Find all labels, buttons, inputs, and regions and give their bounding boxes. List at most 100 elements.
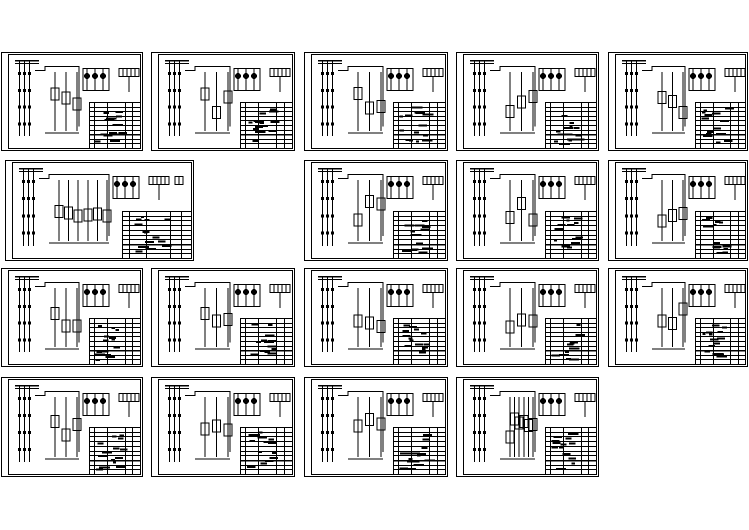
drawing-sheet-star-delta[interactable]: [151, 52, 295, 151]
title-block-text: [103, 112, 109, 115]
relay-coil: [212, 419, 221, 433]
drawing-sheet-single-motor[interactable]: [1, 377, 143, 477]
contact: [18, 431, 21, 434]
drawing-sheet-motor-starter[interactable]: [1, 52, 143, 151]
control-wire: [39, 174, 110, 236]
title-block-text: [575, 134, 582, 137]
contact: [331, 448, 334, 451]
title-block-text: [114, 457, 123, 460]
contact: [18, 304, 21, 308]
control-wire: [35, 282, 80, 343]
title-block-text: [708, 333, 713, 336]
title-block-text: [252, 128, 259, 131]
contact: [326, 431, 329, 434]
terminal: [430, 393, 436, 402]
drawing-sheet-cabinet-layout[interactable]: [304, 268, 448, 367]
terminal: [160, 176, 166, 185]
drawing-sheet-reversing[interactable]: [304, 52, 448, 151]
contact: [331, 414, 334, 417]
terminal: [273, 393, 279, 402]
drawing-sheet-star-delta[interactable]: [151, 268, 295, 367]
title-block-text: [260, 350, 268, 353]
indicator-box: [538, 284, 566, 307]
sheet-svg: [304, 160, 448, 261]
drawing-sheet-terminal-wiring[interactable]: [151, 377, 295, 477]
contact: [473, 105, 476, 109]
title-block-text: [101, 354, 111, 357]
contact: [478, 448, 481, 451]
title-block-text: [269, 110, 279, 113]
control-wire: [490, 66, 536, 127]
terminal: [148, 176, 154, 185]
relay-coil: [61, 428, 71, 442]
terminal: [438, 284, 444, 293]
terminal: [438, 176, 444, 185]
title-block-text: [267, 345, 278, 348]
terminal: [434, 176, 440, 185]
contact: [473, 88, 476, 92]
title-block-text: [404, 224, 415, 227]
drawing-sheet-reversing[interactable]: [608, 160, 748, 261]
outer-frame: [304, 160, 448, 261]
terminal: [434, 284, 440, 293]
contact: [28, 105, 31, 109]
drawing-sheet-multi-motor-wide[interactable]: [5, 160, 194, 261]
contact: [23, 122, 26, 126]
inner-frame: [614, 53, 747, 150]
drawing-sheet-motor-starter[interactable]: [456, 268, 599, 367]
contact: [331, 88, 334, 92]
title-block-text: [573, 138, 585, 141]
title-block-text: [145, 247, 157, 250]
terminal: [578, 68, 584, 77]
contact: [635, 231, 638, 235]
contact: [625, 122, 628, 126]
title-block-text: [98, 454, 108, 457]
contact: [173, 122, 176, 126]
drawing-sheet-reversing[interactable]: [608, 268, 748, 367]
outer-frame: [1, 52, 143, 151]
terminal: [724, 176, 730, 185]
contact: [28, 448, 31, 451]
sheet-svg: [304, 52, 448, 151]
drawing-sheet-motor-starter[interactable]: [304, 160, 448, 261]
title-block-text: [706, 133, 712, 136]
contact: [321, 414, 324, 417]
drawing-sheet-single-motor[interactable]: [1, 268, 143, 367]
title-block-text: [571, 237, 581, 240]
title-block-text: [716, 251, 726, 254]
terminal: [582, 176, 588, 185]
contact: [473, 448, 476, 451]
contact: [630, 88, 633, 92]
drawing-sheet-star-delta[interactable]: [456, 160, 599, 261]
contact: [32, 197, 35, 201]
contact: [331, 321, 334, 325]
indicator-box: [688, 284, 716, 307]
terminal: [740, 176, 746, 185]
sheet-svg: [151, 52, 295, 151]
title-block-text: [702, 225, 714, 228]
contact: [473, 397, 476, 400]
title-block-text: [259, 125, 269, 128]
contact: [625, 105, 628, 109]
title-block-text: [120, 448, 128, 451]
drawing-sheet-two-speed[interactable]: [456, 52, 599, 151]
contact: [168, 431, 171, 434]
drawing-sheet-reversing[interactable]: [608, 52, 748, 151]
inner-frame: [462, 161, 598, 260]
terminal: [732, 284, 738, 293]
control-wire: [642, 282, 686, 343]
title-block-text: [551, 354, 560, 357]
title-block-text: [268, 438, 274, 441]
drawing-sheet-multi-motor[interactable]: [456, 377, 599, 477]
outer-frame: [304, 377, 448, 477]
contact: [23, 72, 26, 75]
contact: [473, 414, 476, 417]
indicator-box: [112, 176, 140, 199]
terminal: [285, 284, 291, 293]
title-block-text: [399, 115, 404, 118]
title-block-text: [252, 139, 259, 142]
drawing-sheet-motor-starter[interactable]: [304, 377, 448, 477]
title-block-text: [724, 107, 735, 110]
title-block-text: [569, 122, 575, 125]
sheet-svg: [151, 268, 295, 367]
